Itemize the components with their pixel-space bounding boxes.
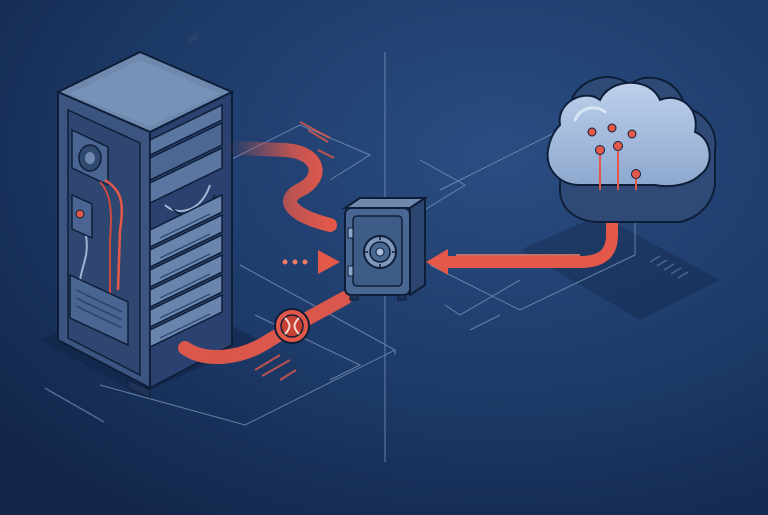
ground-ticks [44, 387, 105, 423]
cloud-ports [587, 123, 641, 179]
vault-safe-icon [341, 196, 429, 301]
blocked-connection-icon [274, 308, 310, 344]
ground-ticks-right [649, 255, 689, 279]
flow-top [228, 141, 337, 232]
floor-shadow-cloud [520, 215, 720, 320]
data-flows [178, 121, 618, 381]
server-rack-icon [55, 31, 235, 399]
cloud-icon [546, 76, 717, 223]
flow-bottom [178, 291, 352, 364]
flow-right [440, 190, 618, 268]
blade-vents [159, 213, 211, 339]
